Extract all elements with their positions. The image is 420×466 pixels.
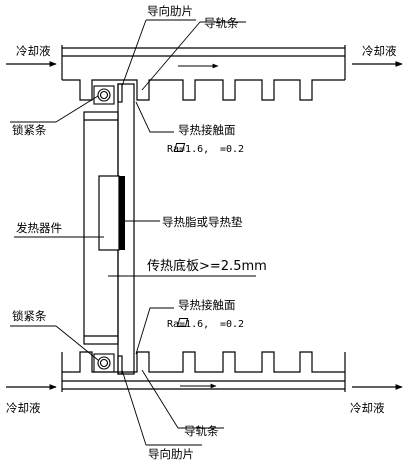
tolerance-bottom: Ra=1.6, =0.2	[167, 318, 244, 330]
flatness-bottom-value: =0.2	[220, 319, 244, 330]
heat-generating-device	[98, 175, 120, 251]
flatness-top-value: =0.2	[220, 144, 244, 155]
label-grease-pad: 导热脂或导热垫	[162, 215, 243, 229]
label-top-rail: 导轨条	[204, 16, 239, 30]
label-coolant-bottom-left: 冷却液	[6, 401, 41, 415]
label-coolant-bottom-right: 冷却液	[350, 401, 385, 415]
label-lock-strip-bottom: 锁紧条	[12, 309, 47, 323]
thermal-grease-pad	[119, 176, 125, 250]
label-contact-surface-bottom: 导热接触面	[178, 298, 236, 312]
lock-strip-top	[93, 85, 115, 105]
base-thickness-dimension	[108, 270, 256, 282]
label-coolant-top-right: 冷却液	[362, 44, 397, 58]
flatness-symbol-top-icon	[173, 143, 186, 152]
leader-lines	[55, 19, 201, 446]
label-underlines	[10, 19, 246, 446]
label-top-fin: 导向肋片	[147, 4, 193, 18]
roughness-top: Ra=1.6,	[167, 144, 209, 155]
label-contact-surface-top: 导热接触面	[178, 123, 236, 137]
flatness-symbol-bottom-icon	[176, 318, 189, 327]
roughness-bottom: Ra=1.6,	[167, 319, 209, 330]
lock-strip-bottom	[93, 353, 115, 373]
top-cold-plate	[61, 45, 346, 101]
tolerance-top: Ra=1.6, =0.2	[167, 143, 244, 155]
label-lock-strip-top: 锁紧条	[12, 123, 47, 137]
label-coolant-top-left: 冷却液	[16, 44, 51, 58]
label-bottom-rail: 导轨条	[184, 424, 219, 438]
label-heat-device: 发热器件	[16, 221, 62, 235]
label-base-thickness: 传热底板>=2.5mm	[147, 258, 267, 274]
label-bottom-fin: 导向肋片	[148, 447, 194, 461]
